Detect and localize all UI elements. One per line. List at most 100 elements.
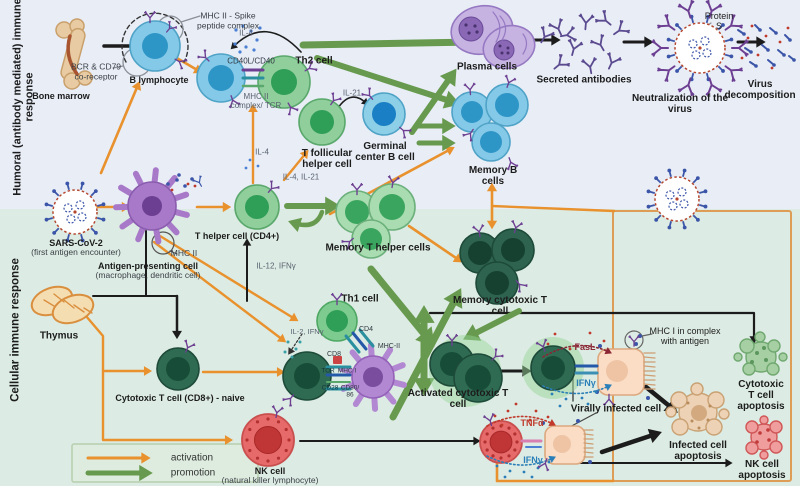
arr-secreted-neutral: [622, 36, 654, 48]
o-memth-memct: [407, 224, 463, 263]
legend-promotion-label: promotion: [170, 467, 216, 479]
neutralized-virus: [666, 14, 734, 82]
infected-apoptosis-core: [691, 405, 707, 421]
arr-nk2-nkapop: [574, 458, 733, 468]
ct-naive-label: Cytotoxic T cell (CD8+) - naive: [115, 392, 245, 403]
t-follicular-label: T follicular helper cell: [301, 147, 353, 170]
memory-ct-label: Memory cytotoxic T cell: [453, 294, 547, 317]
ann-mhc1cx-line: [641, 333, 653, 337]
mhc2-spike-label: MHC II - Spike peptide complex: [197, 10, 259, 30]
legend-promotion-arrow: [85, 464, 153, 482]
virus-decomposition-tips: [742, 28, 796, 68]
g-vert-double: [413, 305, 435, 396]
protein-s-label: Protein S: [704, 10, 734, 31]
virally-infected-label: Virally infected cell: [570, 403, 662, 415]
ct-naive-cell: [156, 347, 200, 391]
il4-top-label: IL-4: [239, 28, 253, 38]
fasl-arc: [542, 344, 612, 358]
il4-dots-top: [233, 24, 262, 54]
neutralization-label: Neutralization of the virus: [631, 92, 729, 115]
tnfa-dots: [493, 402, 550, 427]
apc-sub-label: (macrophage, dendritic cell): [95, 270, 201, 281]
bone-knob4: [77, 70, 93, 86]
arr-cd40: [230, 30, 302, 53]
sars1-name-label: SARS-CoV-2: [49, 237, 103, 248]
th1-dc-bars-teal: [344, 328, 375, 354]
mhc2-apc-label: MHC II: [170, 248, 198, 259]
infected-cell-1-nucleus: [606, 360, 628, 382]
infected-cell-2-cilia: [583, 429, 594, 458]
tnfa-arc: [486, 415, 556, 427]
memory-b-3: [471, 122, 511, 162]
th1-label: Th1 cell: [341, 293, 379, 305]
ann-bcr-line: [112, 65, 124, 69]
plasma-er: [492, 11, 528, 55]
fasl-dots: [546, 331, 606, 351]
apc-name-label: Antigen-presenting cell: [97, 260, 199, 271]
apc-debris-blue: [166, 173, 194, 188]
cd4-label: CD4: [358, 326, 374, 334]
b-lymphocyte-cell: [129, 20, 181, 72]
g-memct-act: [463, 308, 522, 341]
th2-cell: [257, 55, 311, 109]
memory-th-3: [351, 219, 391, 259]
germinal-label: Germinal center B cell: [355, 140, 415, 163]
legend-activation-label: activation: [170, 452, 214, 464]
nk-name-label: NK cell: [254, 465, 286, 476]
b-lymphocyte-label: B lymphocyte: [129, 74, 189, 85]
plasma-nucleus-2-dots: [498, 44, 510, 55]
fasl-label: FasL: [574, 341, 596, 352]
thymus-label: Thymus: [39, 330, 79, 342]
o-thymus-nk: [84, 314, 234, 445]
ifny1-arc: [542, 383, 612, 395]
activated-ct-label: Activated cytotoxic T cell: [407, 387, 509, 410]
infected-apoptosis-label: Infected cell apoptosis: [669, 439, 727, 462]
secreted-antibodies-label: Secreted antibodies: [536, 74, 632, 86]
memory-ct-2: [491, 228, 535, 272]
il2-ifny-label: IL-2, IFNγ: [290, 326, 324, 336]
il4-il21-label: IL-4, IL-21: [282, 172, 320, 182]
g-curl: [288, 209, 325, 233]
il4-dots-mid: [244, 158, 260, 170]
activated-ct-2: [453, 353, 503, 403]
memory-th-2: [368, 183, 416, 231]
ann-mhc2apc-line: [169, 250, 178, 255]
il4-mid-label: IL-4: [255, 147, 269, 157]
ifny-2-label: IFNγ: [523, 454, 543, 465]
il2-dashed: [288, 333, 303, 355]
mhc1-label: MHC I: [337, 367, 357, 375]
o-apc-thelper: [195, 201, 232, 213]
mhc2-th1-label: MHC-II: [377, 343, 401, 351]
o-apc-diag2: [152, 240, 287, 343]
mhc2-tcr-label: MHC II complex/ TCR: [230, 92, 282, 110]
cd28-label: CD28: [321, 384, 339, 392]
plasma-nucleus-1: [458, 16, 484, 42]
apc-cell: [113, 167, 190, 245]
memory-b-2: [485, 83, 529, 127]
th1-dc-bar-blue: [351, 331, 368, 351]
b-cell-2: [196, 53, 246, 103]
memory-b-label: Memory B cells: [468, 164, 518, 187]
t-helper-label: T helper cell (CD4+): [194, 230, 280, 241]
plasma-nucleus-1-dots: [464, 23, 479, 35]
arr-nk-nk2: [299, 436, 481, 446]
g-germ-plasma: [409, 68, 457, 135]
legend-activation-arrow: [86, 452, 151, 464]
ct-apoptosis-spots: [750, 346, 768, 364]
sars1-sub-label: (first antigen encounter): [31, 247, 121, 258]
thymus-texture: [43, 293, 93, 314]
nk-cell-1: [241, 413, 295, 467]
cd40-label: CD40L/CD40: [227, 56, 275, 66]
ifny2-arc: [486, 455, 556, 466]
infected-cell-2-nucleus: [553, 435, 571, 453]
ct-engaged: [282, 351, 332, 401]
plasma-cells-label: Plasma cells: [456, 61, 518, 73]
o-sars-bcell: [99, 81, 142, 175]
infected-cell-1-cilia: [643, 352, 656, 390]
o-naive-complex: [201, 367, 286, 377]
ifny-1-label: IFNγ: [576, 377, 596, 388]
t-helper-cell: [234, 184, 280, 230]
arr-il12: [242, 238, 252, 302]
germinal-b-cell: [362, 92, 406, 136]
